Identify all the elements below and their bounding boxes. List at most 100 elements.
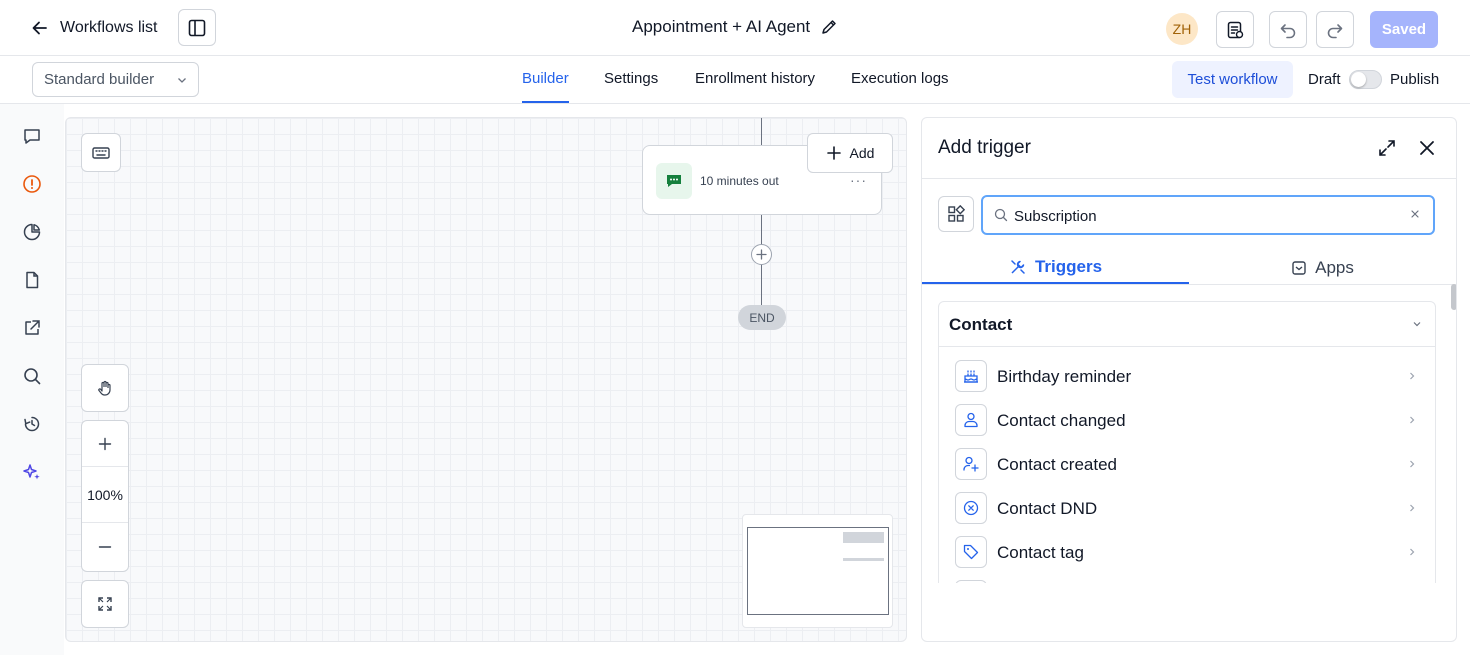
chevron-right-icon xyxy=(1407,459,1417,469)
workflow-canvas[interactable]: 10 minutes out ··· Add END 100% xyxy=(65,117,907,642)
notes-button[interactable] xyxy=(1216,11,1254,48)
keyboard-shortcuts-button[interactable] xyxy=(81,133,121,172)
workflow-title: Appointment + AI Agent xyxy=(632,17,838,37)
node-more-menu[interactable]: ··· xyxy=(850,172,867,188)
trigger-list-scrollbar[interactable] xyxy=(1451,284,1456,310)
tab-settings[interactable]: Settings xyxy=(604,70,659,87)
file-icon[interactable] xyxy=(21,269,43,291)
chevron-right-icon xyxy=(1407,415,1417,425)
trigger-item-partial[interactable] xyxy=(955,580,1425,583)
trigger-item-contact-changed[interactable]: Contact changed xyxy=(955,404,1425,438)
back-to-workflows-button[interactable]: Workflows list xyxy=(30,14,158,42)
tab-execution-logs[interactable]: Execution logs xyxy=(851,70,949,87)
grid-icon xyxy=(947,205,965,223)
test-workflow-button[interactable]: Test workflow xyxy=(1172,61,1293,98)
message-icon[interactable] xyxy=(21,125,43,147)
node-label: 10 minutes out xyxy=(700,174,779,188)
sparkles-icon[interactable] xyxy=(21,461,43,483)
partial-item-icon xyxy=(955,580,987,583)
app-box-icon xyxy=(1291,260,1307,276)
saved-button[interactable]: Saved xyxy=(1370,11,1438,48)
pencil-edit-icon[interactable] xyxy=(820,18,838,36)
chevron-right-icon xyxy=(1407,371,1417,381)
pie-chart-icon[interactable] xyxy=(21,221,43,243)
search-icon[interactable] xyxy=(21,365,43,387)
publish-toggle[interactable] xyxy=(1349,70,1382,89)
trigger-label: Contact created xyxy=(997,455,1118,474)
history-icon[interactable] xyxy=(21,413,43,435)
trigger-label: Birthday reminder xyxy=(997,367,1132,386)
pan-hand-button[interactable] xyxy=(81,364,129,412)
clear-search-icon[interactable] xyxy=(1409,208,1421,220)
user-plus-icon xyxy=(955,448,987,480)
chevron-right-icon xyxy=(1407,547,1417,557)
tabs-divider xyxy=(922,284,1456,285)
redo-button[interactable] xyxy=(1316,11,1354,48)
arrow-left-icon xyxy=(30,18,50,38)
chevron-down-icon xyxy=(1412,319,1422,329)
add-step-button[interactable] xyxy=(751,244,772,265)
trigger-item-contact-tag[interactable]: Contact tag xyxy=(955,536,1425,570)
trigger-search-input[interactable] xyxy=(1014,205,1394,227)
top-bar: Workflows list Appointment + AI Agent ZH… xyxy=(0,0,1470,56)
trigger-label: Contact tag xyxy=(997,543,1084,562)
sidebar-panel-icon xyxy=(187,18,207,38)
canvas-minimap[interactable] xyxy=(742,514,893,628)
alert-circle-icon[interactable] xyxy=(21,173,43,195)
trigger-item-birthday-reminder[interactable]: Birthday reminder xyxy=(955,360,1425,394)
add-label: Add xyxy=(849,145,875,161)
zoom-in-button[interactable] xyxy=(82,421,128,467)
add-node-button[interactable]: Add xyxy=(807,133,893,173)
draft-label: Draft xyxy=(1308,71,1341,88)
tab-apps[interactable]: Apps xyxy=(1189,251,1456,284)
zoom-controls: 100% xyxy=(81,420,129,572)
connector-line-top xyxy=(761,118,762,145)
tab-triggers-label: Triggers xyxy=(1034,256,1103,276)
notes-clipboard-icon xyxy=(1225,20,1245,40)
builder-mode-value: Standard builder xyxy=(44,71,155,88)
circle-x-icon xyxy=(955,492,987,524)
panel-title: Add trigger xyxy=(938,137,1031,158)
category-view-button[interactable] xyxy=(938,196,974,232)
minimap-viewport xyxy=(747,527,889,615)
chevron-right-icon xyxy=(1407,503,1417,513)
contact-group: Contact Birthday reminder Contact chan xyxy=(938,301,1436,583)
zoom-out-button[interactable] xyxy=(82,523,128,571)
tab-builder[interactable]: Builder xyxy=(522,70,569,103)
sms-message-icon xyxy=(656,163,692,199)
workflow-title-text: Appointment + AI Agent xyxy=(632,17,811,36)
contact-group-header[interactable]: Contact xyxy=(939,302,1435,347)
chevron-down-icon xyxy=(176,74,188,86)
group-title: Contact xyxy=(949,315,1013,334)
expand-icon[interactable] xyxy=(1376,137,1398,159)
redo-icon xyxy=(1325,20,1345,40)
user-avatar[interactable]: ZH xyxy=(1166,13,1198,45)
minimap-node-small xyxy=(843,558,884,561)
undo-button[interactable] xyxy=(1269,11,1307,48)
trigger-item-contact-dnd[interactable]: Contact DND xyxy=(955,492,1425,526)
close-icon[interactable] xyxy=(1416,137,1438,159)
panel-header: Add trigger xyxy=(922,118,1456,179)
zoom-in-plus-icon xyxy=(98,437,112,451)
sidebar-toggle-button[interactable] xyxy=(178,9,216,46)
keyboard-icon xyxy=(91,143,111,163)
tools-icon xyxy=(1009,258,1027,276)
workflow-node-card[interactable]: 10 minutes out ··· xyxy=(642,145,882,215)
undo-icon xyxy=(1278,20,1298,40)
zoom-level: 100% xyxy=(82,467,128,523)
tab-enrollment-history[interactable]: Enrollment history xyxy=(695,70,816,87)
users-icon xyxy=(955,404,987,436)
zoom-out-minus-icon xyxy=(98,540,112,554)
builder-sub-bar: Standard builder Builder Settings Enroll… xyxy=(0,56,1470,104)
builder-mode-select[interactable]: Standard builder xyxy=(32,62,199,97)
plus-small-icon xyxy=(756,249,767,260)
toggle-knob xyxy=(1351,72,1366,87)
trigger-list: Contact Birthday reminder Contact chan xyxy=(938,301,1436,583)
end-marker: END xyxy=(738,305,786,330)
external-link-icon[interactable] xyxy=(21,317,43,339)
tab-triggers[interactable]: Triggers xyxy=(922,251,1189,284)
plus-icon xyxy=(826,145,842,161)
fit-view-button[interactable] xyxy=(81,580,129,628)
trigger-item-contact-created[interactable]: Contact created xyxy=(955,448,1425,482)
hand-icon xyxy=(96,379,114,397)
